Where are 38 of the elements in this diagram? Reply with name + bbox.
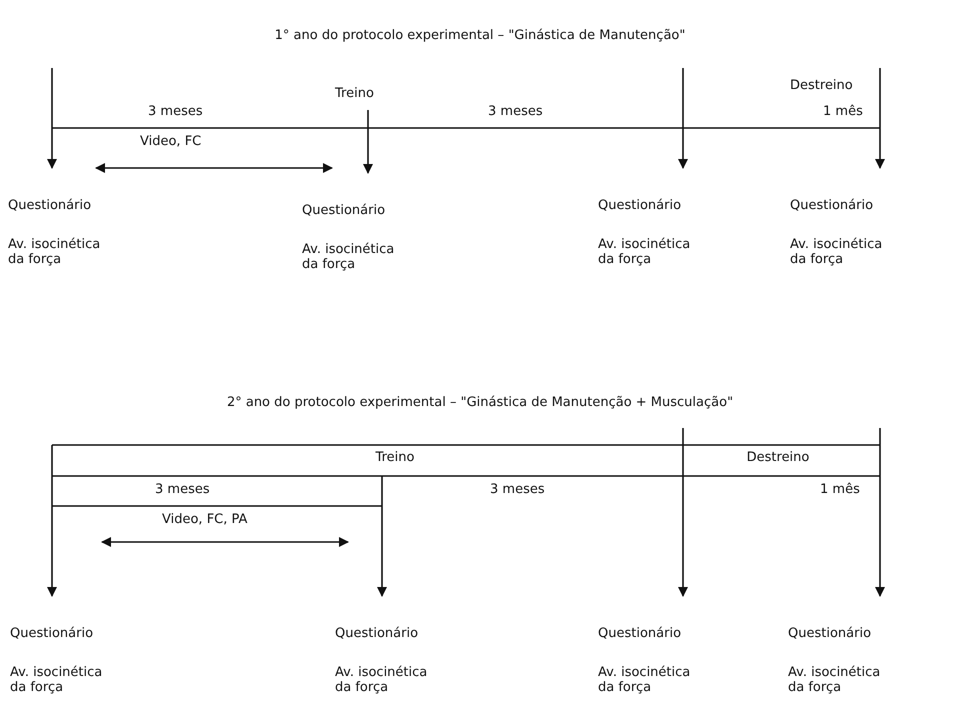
heading: 1° ano do protocolo experimental – "Ginástica de Manutenção" — [274, 28, 686, 43]
arrow — [678, 128, 688, 169]
phase-label: Destreino — [790, 78, 853, 93]
arrow — [377, 506, 387, 597]
phase-label: Treino — [335, 86, 374, 101]
duration-label: 3 meses — [155, 482, 210, 497]
arrow — [47, 506, 57, 597]
arrow — [47, 128, 57, 169]
phase-label: Destreino — [746, 450, 810, 465]
node-title: Questionário — [10, 626, 94, 641]
duration-label: 3 meses — [490, 482, 545, 497]
arrow — [678, 476, 688, 597]
node-title: Questionário — [302, 203, 386, 218]
measure-label: Video, FC — [140, 134, 202, 149]
duration-label: 3 meses — [148, 104, 203, 119]
node-title: Questionário — [335, 626, 420, 641]
node-text: Av. isocinética da força — [8, 237, 102, 267]
phase-label: Treino — [376, 450, 414, 465]
duration-label: 1 mês — [823, 104, 863, 119]
node-text: Av. isocinética da força — [302, 242, 396, 272]
node-text: Av. isocinética da força — [335, 665, 428, 695]
heading: 2° ano do protocolo experimental – "Ginástica de Manutenção + Musculação" — [226, 395, 734, 410]
node-title: Questionário — [790, 198, 874, 213]
node-text: Av. isocinética da força — [598, 237, 692, 267]
duration-label: 1 mês — [820, 482, 860, 497]
arrow — [363, 128, 373, 174]
arrow — [875, 128, 885, 169]
node-text: Av. isocinética da força — [788, 665, 882, 695]
duration-label: 3 meses — [488, 104, 543, 119]
node-title: Questionário — [598, 626, 682, 641]
measure-label: Video, FC, PA — [162, 512, 248, 527]
node-title: Questionário — [788, 626, 872, 641]
node-title: Questionário — [8, 198, 92, 213]
arrow — [875, 476, 885, 597]
node-text: Av. isocinética da força — [10, 665, 104, 695]
node-text: Av. isocinética da força — [790, 237, 884, 267]
node-title: Questionário — [598, 198, 682, 213]
node-text: Av. isocinética da força — [598, 665, 692, 695]
